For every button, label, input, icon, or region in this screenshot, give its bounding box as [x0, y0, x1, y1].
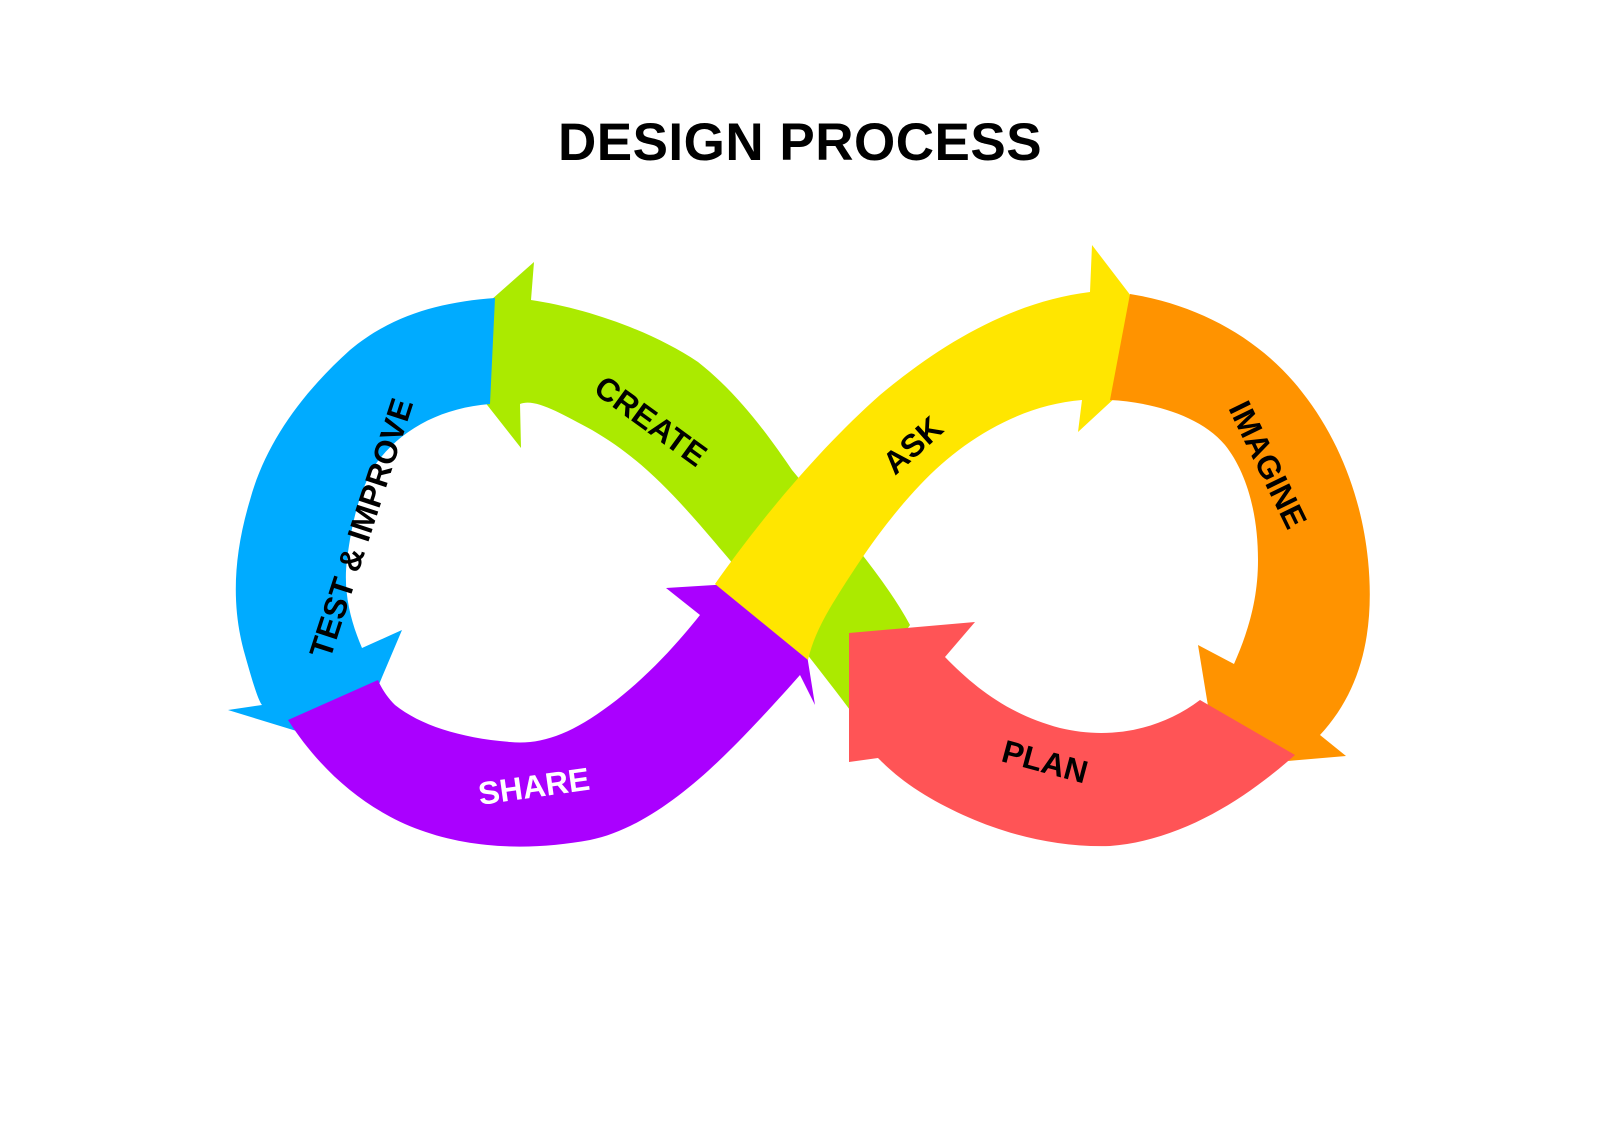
share-arrow: [288, 580, 815, 847]
diagram-title: DESIGN PROCESS: [557, 113, 1043, 172]
test-improve-arrow: [228, 298, 495, 748]
plan-arrow: [849, 622, 1295, 847]
imagine-arrow: [1110, 294, 1370, 767]
ask-arrow: [715, 245, 1170, 660]
